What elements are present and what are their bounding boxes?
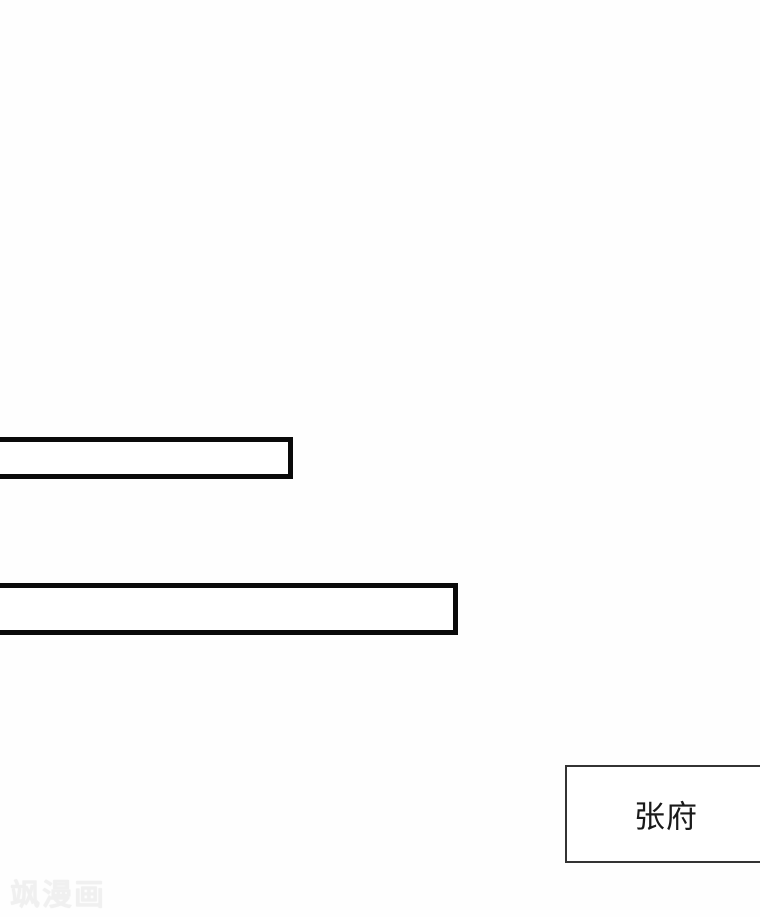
watermark-logo: 飒漫画 bbox=[10, 878, 106, 913]
empty-text-bar-2 bbox=[0, 583, 458, 635]
location-caption-box: 张府 bbox=[565, 765, 760, 863]
empty-text-bar-1 bbox=[0, 437, 293, 479]
location-caption-text: 张府 bbox=[634, 799, 698, 836]
